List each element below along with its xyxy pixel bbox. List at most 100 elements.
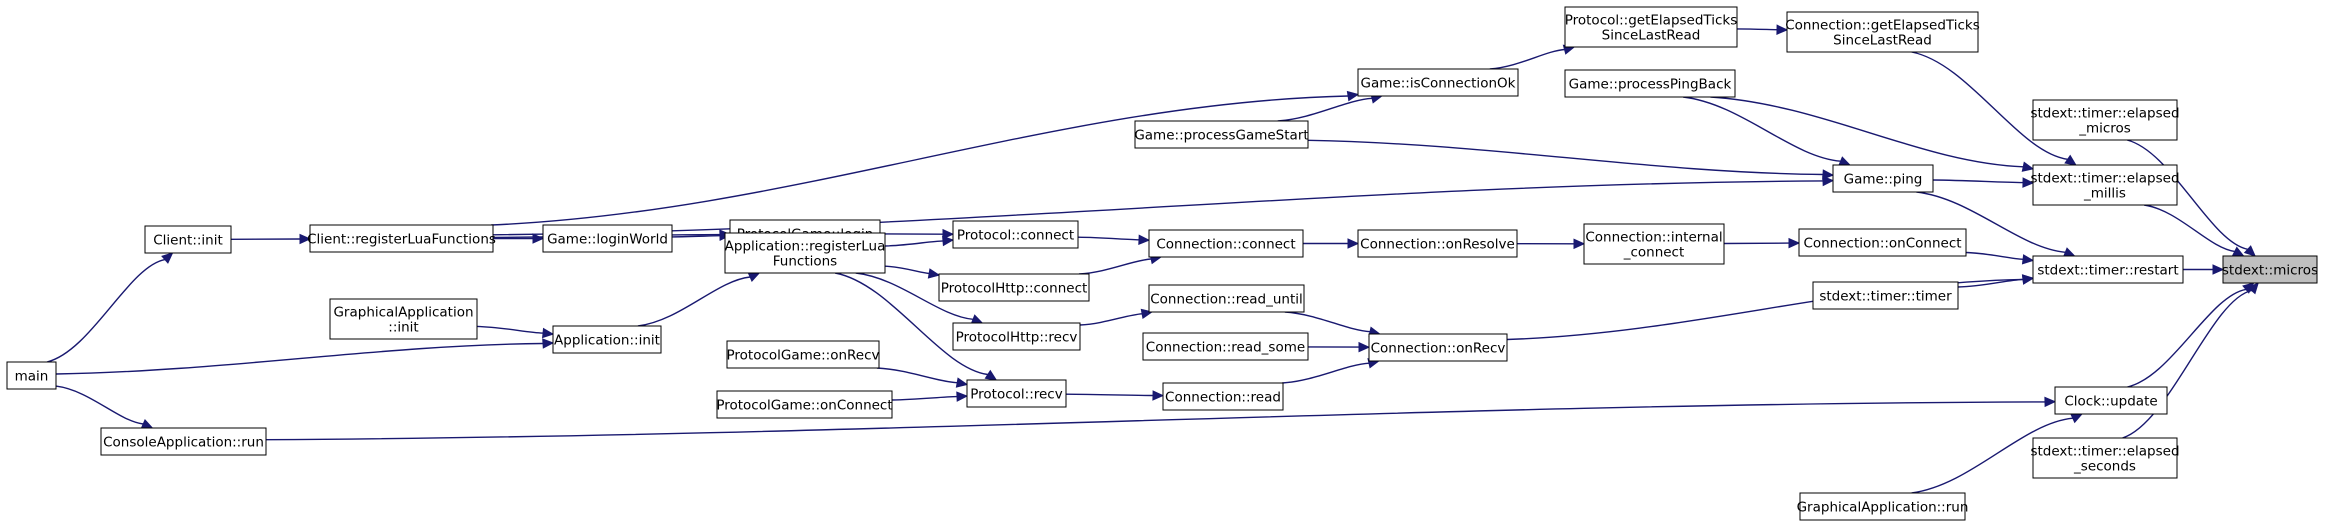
node-label: stdext::micros	[2222, 263, 2318, 279]
node-label: Connection::read_some	[1146, 340, 1305, 356]
node-label: GraphicalApplication::run	[1797, 500, 1969, 516]
node-box	[309, 224, 494, 253]
node-micros[interactable]: stdext::micros	[2222, 255, 2318, 284]
edge-line	[671, 235, 721, 238]
node-protogame-onrecv[interactable]: ProtocolGame::onRecv	[726, 340, 880, 369]
node-box	[724, 232, 886, 274]
node-game-processpingback[interactable]: Game::processPingBack	[1564, 69, 1736, 98]
edge-line	[491, 95, 1349, 226]
edge-protogame_onconnect-to-proto_recv	[891, 391, 969, 402]
node-box	[966, 379, 1067, 408]
edge-arrowhead	[2021, 274, 2035, 285]
edge-line	[46, 258, 166, 363]
edge-client_registerlua-to-game_isconnok	[491, 90, 1360, 226]
edge-main-to-consoleapp_run	[55, 385, 154, 429]
node-conn-read-some[interactable]: Connection::read_some	[1142, 332, 1309, 361]
edge-arrowhead	[2212, 264, 2225, 275]
edge-arrowhead	[970, 314, 984, 325]
node-label: ProtocolGame::onRecv	[727, 348, 880, 364]
node-label: Connection::onRecv	[1371, 341, 1506, 357]
node-restart[interactable]: stdext::timer::restart	[2032, 255, 2184, 284]
edge-line	[265, 401, 2046, 441]
node-label: Game::processPingBack	[1569, 77, 1732, 93]
node-label: Protocol::getElapsedTicks	[1565, 13, 1738, 29]
edge-arrowhead	[2064, 154, 2077, 166]
node-app-init[interactable]: Application::init	[552, 325, 662, 354]
node-box	[1799, 492, 1966, 521]
node-label: GraphicalApplication	[333, 305, 473, 321]
node-conn-onresolve[interactable]: Connection::onResolve	[1357, 229, 1518, 258]
edge-arrowhead	[1776, 24, 1789, 35]
node-box	[952, 322, 1081, 351]
node-app-registerlua[interactable]: Application::registerLuaFunctions	[724, 232, 886, 274]
edge-line	[834, 272, 988, 376]
edge-arrowhead	[1822, 175, 1835, 187]
edge-line	[637, 276, 751, 327]
edge-arrowhead	[161, 252, 174, 264]
node-game-processgamestart[interactable]: Game::processGameStart	[1134, 120, 1309, 149]
edge-arrowhead	[2021, 161, 2035, 172]
node-conn-read[interactable]: Connection::read	[1162, 382, 1284, 411]
node-label: Functions	[773, 254, 837, 270]
edge-elapsed_seconds-to-micros	[2122, 282, 2260, 439]
node-clock-update[interactable]: Clock::update	[2054, 386, 2168, 415]
edge-conn_read_some-to-conn_onrecv	[1307, 341, 1371, 353]
edge-game_processgamestart-to-game_ping	[1307, 139, 1835, 180]
node-game-isconnok[interactable]: Game::isConnectionOk	[1357, 68, 1519, 97]
edge-arrowhead	[1152, 390, 1165, 401]
edge-arrowhead	[140, 418, 154, 429]
node-protohttp-connect[interactable]: ProtocolHttp::connect	[938, 273, 1090, 302]
node-main[interactable]: main	[6, 361, 57, 390]
edge-game_isconnok-to-proto_get_elapsed	[1489, 44, 1576, 70]
node-label: stdext::timer::restart	[2037, 263, 2178, 279]
node-elapsed-micros[interactable]: stdext::timer::elapsed_micros	[2030, 99, 2180, 141]
node-conn-read-until[interactable]: Connection::read_until	[1148, 284, 1305, 313]
node-elapsed-millis[interactable]: stdext::timer::elapsed_millis	[2030, 164, 2180, 206]
node-proto-connect[interactable]: Protocol::connect	[952, 220, 1079, 249]
edge-game_ping-to-elapsed_millis	[1932, 177, 2035, 188]
edge-arrowhead	[927, 268, 941, 279]
node-client-init[interactable]: Client::init	[144, 225, 232, 254]
node-protohttp-recv[interactable]: ProtocolHttp::recv	[952, 322, 1081, 351]
node-label: Connection::getElapsedTicks	[1785, 18, 1980, 34]
edge-arrowhead	[955, 377, 969, 388]
node-conn-internal-connect[interactable]: Connection::internal_connect	[1583, 223, 1725, 265]
edge-arrowhead	[2243, 245, 2257, 257]
node-box	[716, 390, 893, 419]
node-timer-timer[interactable]: stdext::timer::timer	[1812, 281, 1959, 310]
node-gfxapp-run[interactable]: GraphicalApplication::run	[1797, 492, 1969, 521]
edge-client_init-to-client_registerlua	[230, 233, 312, 245]
node-elapsed-seconds[interactable]: stdext::timer::elapsed_seconds	[2030, 437, 2180, 479]
edge-arrowhead	[2231, 246, 2245, 257]
edge-conn_read_until-to-conn_onrecv	[1284, 311, 1381, 337]
edge-arrowhead	[1822, 169, 1835, 180]
node-box	[144, 225, 232, 254]
node-conn-connect[interactable]: Connection::connect	[1148, 229, 1304, 258]
node-box	[2222, 255, 2318, 284]
node-label: Game::processGameStart	[1134, 128, 1308, 144]
node-consoleapp-run[interactable]: ConsoleApplication::run	[100, 427, 267, 456]
node-conn-onconnect[interactable]: Connection::onConnect	[1798, 228, 1967, 257]
edge-line	[55, 342, 544, 375]
edge-protogame_onrecv-to-proto_recv	[876, 367, 969, 388]
node-game-ping[interactable]: Game::ping	[1832, 164, 1934, 193]
node-game-loginworld[interactable]: Game::loginWorld	[542, 224, 673, 253]
node-label: ProtocolGame::onConnect	[716, 398, 892, 414]
edge-main-to-app_init	[55, 338, 555, 375]
node-gfxapp-init[interactable]: GraphicalApplication::init	[329, 298, 478, 340]
node-client-registerlua[interactable]: Client::registerLuaFunctions	[307, 224, 496, 253]
node-box	[329, 298, 478, 340]
node-protogame-onconnect[interactable]: ProtocolGame::onConnect	[716, 390, 893, 419]
node-proto-recv[interactable]: Protocol::recv	[966, 379, 1067, 408]
edge-line	[884, 265, 930, 275]
nodes-layer: stdext::micros stdext::timer::elapsed_mic…	[6, 6, 2318, 521]
edge-game_processpingback-to-elapsed_millis	[1710, 96, 2035, 172]
node-box	[2032, 255, 2184, 284]
node-label: _micros	[2078, 121, 2131, 137]
node-box	[2054, 386, 2168, 415]
edge-line	[1307, 139, 1824, 176]
node-box	[2032, 437, 2178, 479]
node-conn-onrecv[interactable]: Connection::onRecv	[1368, 333, 1508, 362]
